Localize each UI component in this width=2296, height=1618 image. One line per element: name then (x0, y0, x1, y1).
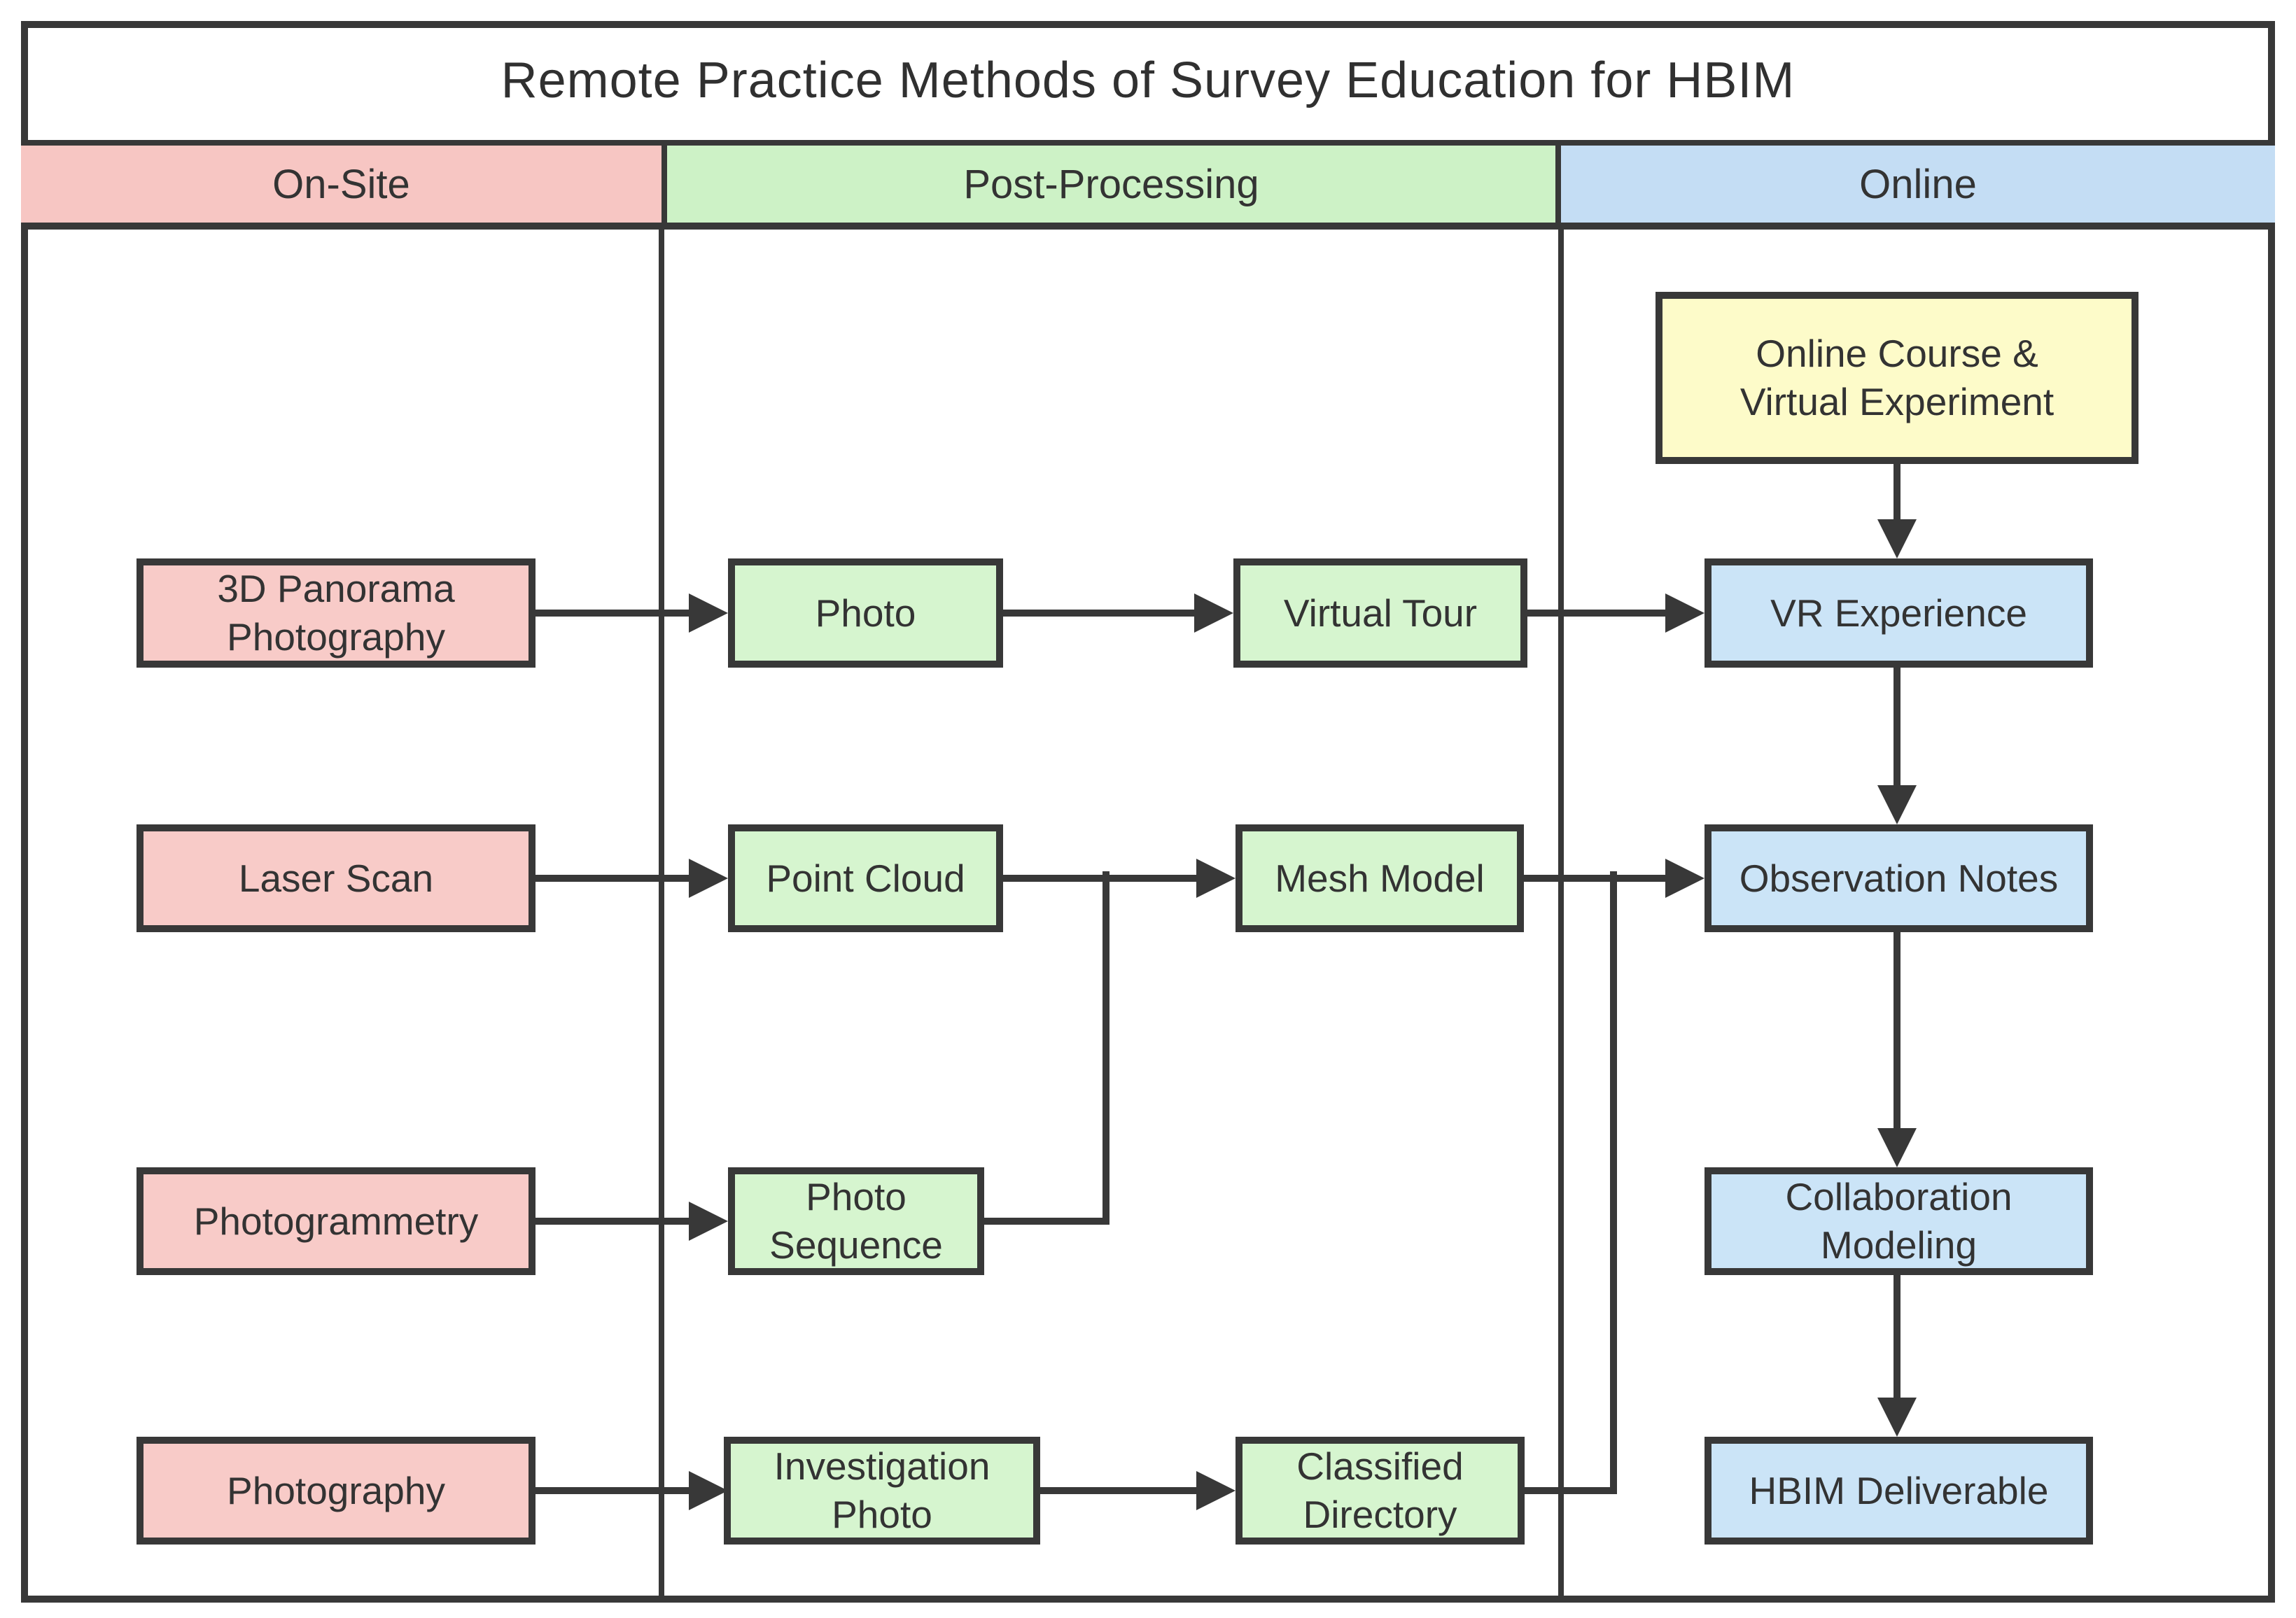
arrow-line (1893, 932, 1900, 1128)
node-label: Laser Scan (238, 856, 434, 900)
node-label: Classified Directory (1296, 1444, 1464, 1536)
arrow-line (1527, 610, 1665, 617)
node-label: Online Course & Virtual Experiment (1740, 332, 2054, 423)
connector-line (984, 1218, 1110, 1225)
node-label: Photo Sequence (769, 1175, 943, 1267)
arrow-line (1003, 875, 1196, 882)
node-photo-sequence: Photo Sequence (728, 1167, 984, 1275)
node-photography: Photography (136, 1437, 536, 1545)
node-classified-directory: Classified Directory (1236, 1437, 1525, 1545)
chart-title: Remote Practice Methods of Survey Educat… (500, 52, 1795, 108)
arrow-line (1893, 668, 1900, 785)
node-label: Photogrammetry (193, 1199, 479, 1243)
arrow-line (1893, 1275, 1900, 1398)
arrowhead-right-icon (689, 1471, 728, 1510)
arrow-line (536, 875, 689, 882)
node-hbim-deliverable: HBIM Deliverable (1704, 1437, 2093, 1545)
arrow-line (1003, 610, 1194, 617)
node-online-course-virtual-experiment: Online Course & Virtual Experiment (1656, 292, 2138, 464)
node-virtual-tour: Virtual Tour (1233, 558, 1527, 668)
column-header-label: On-Site (272, 161, 410, 207)
node-label: Observation Notes (1739, 856, 2059, 900)
column-divider-1 (659, 230, 664, 1596)
arrowhead-right-icon (689, 859, 728, 898)
arrow-line (536, 1218, 689, 1225)
chart-outer-border (21, 21, 2275, 1603)
connector-line (1525, 1487, 1617, 1494)
arrow-line (536, 610, 689, 617)
arrowhead-right-icon (1665, 859, 1704, 898)
column-header-on-site: On-Site (21, 140, 662, 230)
node-collaboration-modeling: Collaboration Modeling (1704, 1167, 2093, 1275)
arrowhead-down-icon (1877, 1398, 1917, 1437)
node-label: Point Cloud (766, 856, 965, 900)
node-laser-scan: Laser Scan (136, 824, 536, 932)
arrow-line (1893, 464, 1900, 519)
column-header-label: Online (1859, 161, 1977, 207)
node-photo: Photo (728, 558, 1003, 668)
column-divider-2 (1558, 230, 1564, 1596)
arrowhead-down-icon (1877, 519, 1917, 558)
node-photogrammetry: Photogrammetry (136, 1167, 536, 1275)
arrow-line (1040, 1487, 1196, 1494)
node-vr-experience: VR Experience (1704, 558, 2093, 668)
arrow-line (536, 1487, 689, 1494)
column-header-online: Online (1561, 140, 2275, 230)
arrowhead-right-icon (1194, 593, 1233, 633)
arrowhead-right-icon (1196, 859, 1236, 898)
arrowhead-right-icon (1196, 1471, 1236, 1510)
node-investigation-photo: Investigation Photo (724, 1437, 1040, 1545)
node-label: VR Experience (1770, 591, 2027, 635)
node-label: Investigation Photo (774, 1444, 990, 1536)
column-header-post-processing: Post-Processing (662, 140, 1561, 230)
node-label: 3D Panorama Photography (217, 567, 455, 659)
arrow-line (1524, 875, 1665, 882)
node-label: HBIM Deliverable (1749, 1468, 2049, 1512)
arrowhead-right-icon (1665, 593, 1704, 633)
column-header-label: Post-Processing (963, 161, 1259, 207)
arrowhead-right-icon (689, 1202, 728, 1241)
node-3d-panorama-photography: 3D Panorama Photography (136, 558, 536, 668)
node-observation-notes: Observation Notes (1704, 824, 2093, 932)
node-point-cloud: Point Cloud (728, 824, 1003, 932)
connector-line (1102, 871, 1110, 1225)
node-label: Photography (227, 1468, 445, 1512)
node-label: Mesh Model (1275, 856, 1485, 900)
node-label: Photo (815, 591, 916, 635)
node-mesh-model: Mesh Model (1236, 824, 1524, 932)
connector-line (1610, 871, 1617, 1494)
arrowhead-right-icon (689, 593, 728, 633)
arrowhead-down-icon (1877, 785, 1917, 824)
arrowhead-down-icon (1877, 1128, 1917, 1167)
node-label: Collaboration Modeling (1785, 1175, 2012, 1267)
node-label: Virtual Tour (1283, 591, 1478, 635)
